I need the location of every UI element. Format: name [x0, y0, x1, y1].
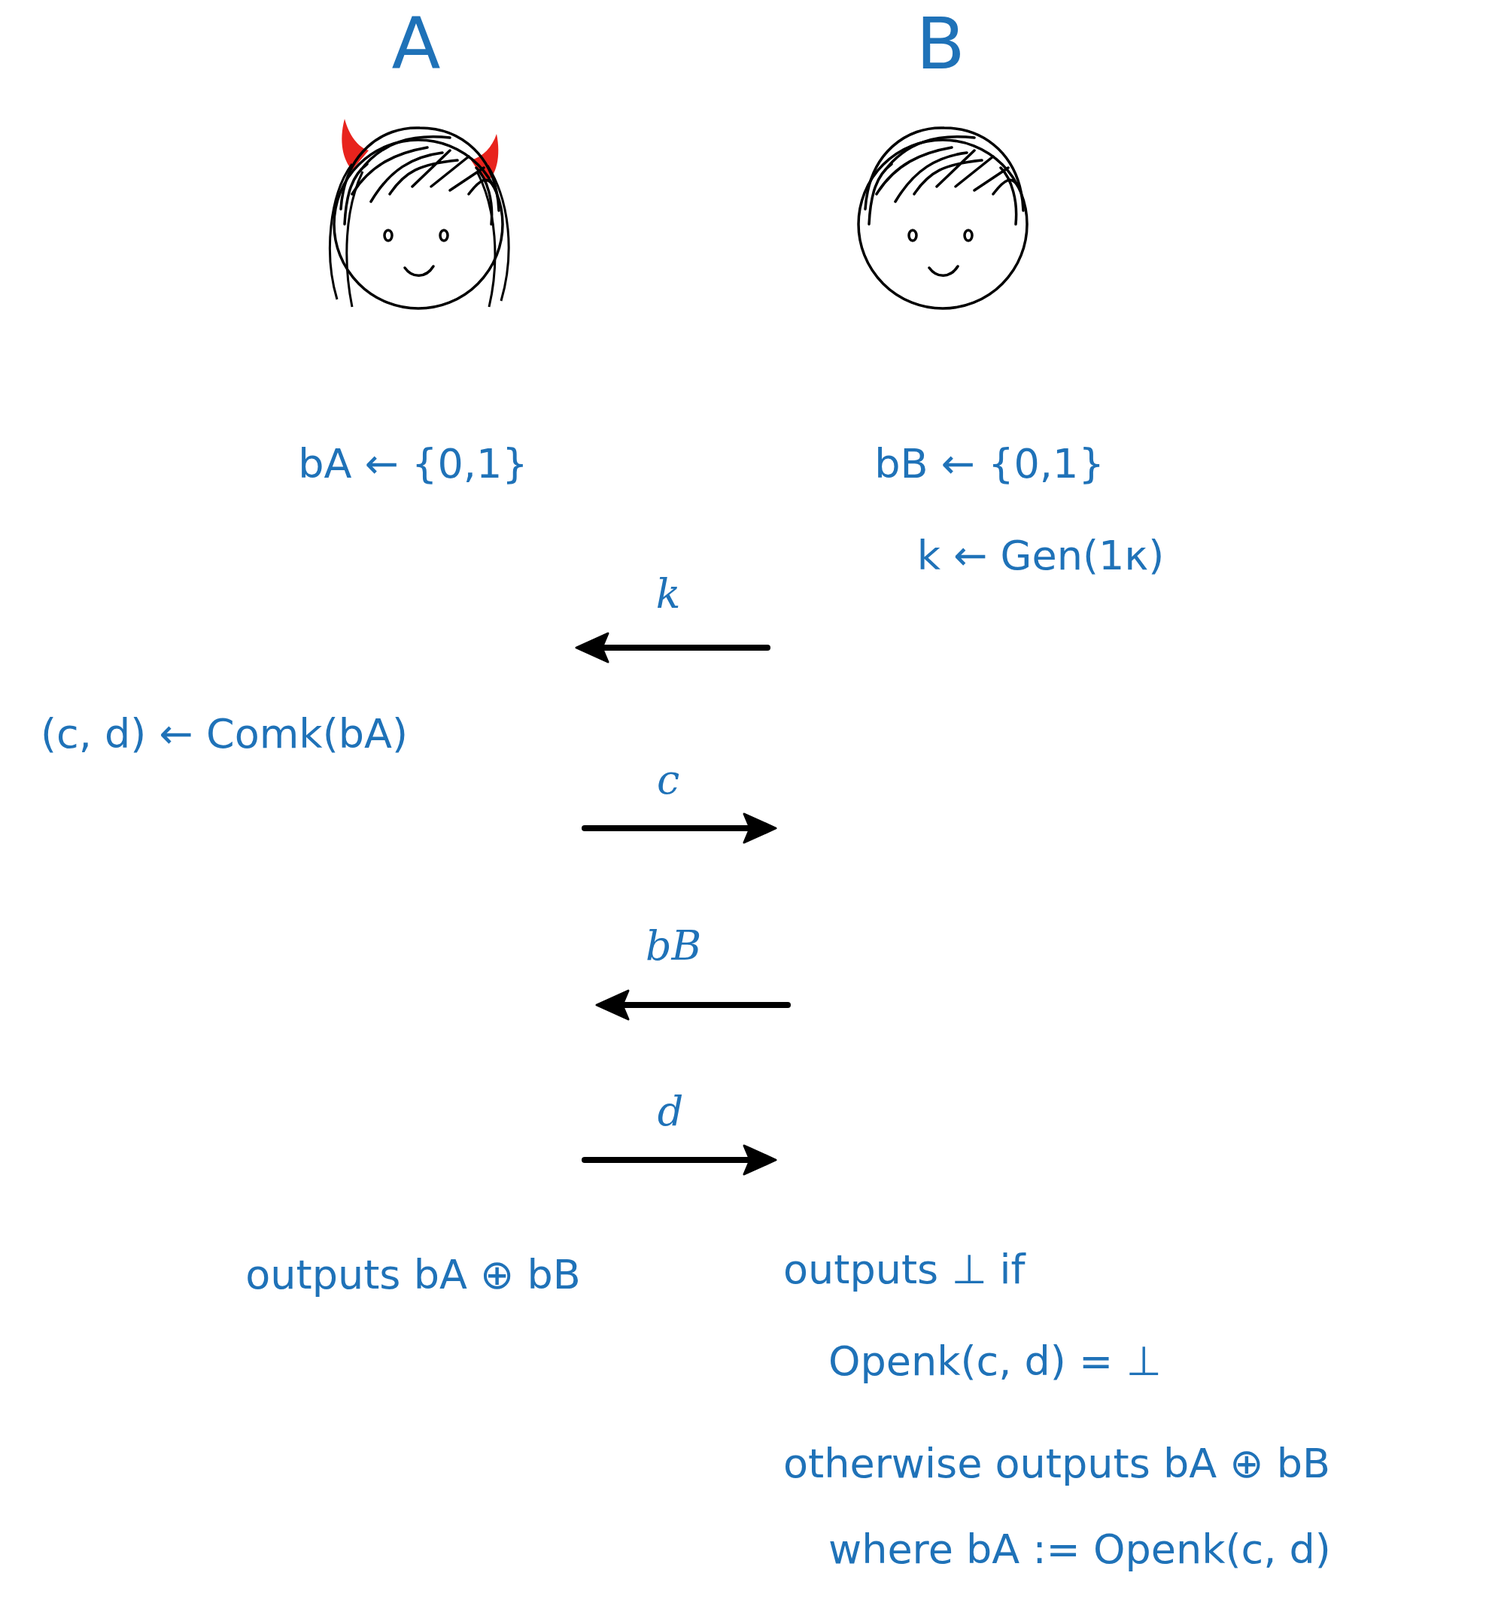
message-label: k [656, 570, 681, 619]
face-drawing [299, 81, 533, 338]
party-name: A [299, 6, 533, 82]
protocol-step: bA ← {0,1} [297, 440, 528, 489]
party-name: B [823, 6, 1058, 82]
face-drawing [823, 81, 1058, 338]
output-note: where bA := Openk(c, d) [828, 1525, 1331, 1575]
party-figure: B [823, 6, 1058, 345]
message-label: d [657, 1087, 684, 1137]
output-note: Openk(c, d) = ⊥ [828, 1337, 1162, 1386]
protocol-step: k ← Gen(1κ) [917, 531, 1164, 581]
message-label: bB [645, 922, 702, 971]
message-label: c [656, 756, 680, 805]
output-note: outputs ⊥ if [783, 1245, 1026, 1295]
output-note: outputs bA ⊕ bB [245, 1251, 581, 1300]
party-figure: A [299, 6, 533, 345]
protocol-step: bB ← {0,1} [874, 440, 1105, 489]
output-note: otherwise outputs bA ⊕ bB [783, 1440, 1331, 1489]
protocol-step: (c, d) ← Comk(bA) [40, 710, 408, 759]
